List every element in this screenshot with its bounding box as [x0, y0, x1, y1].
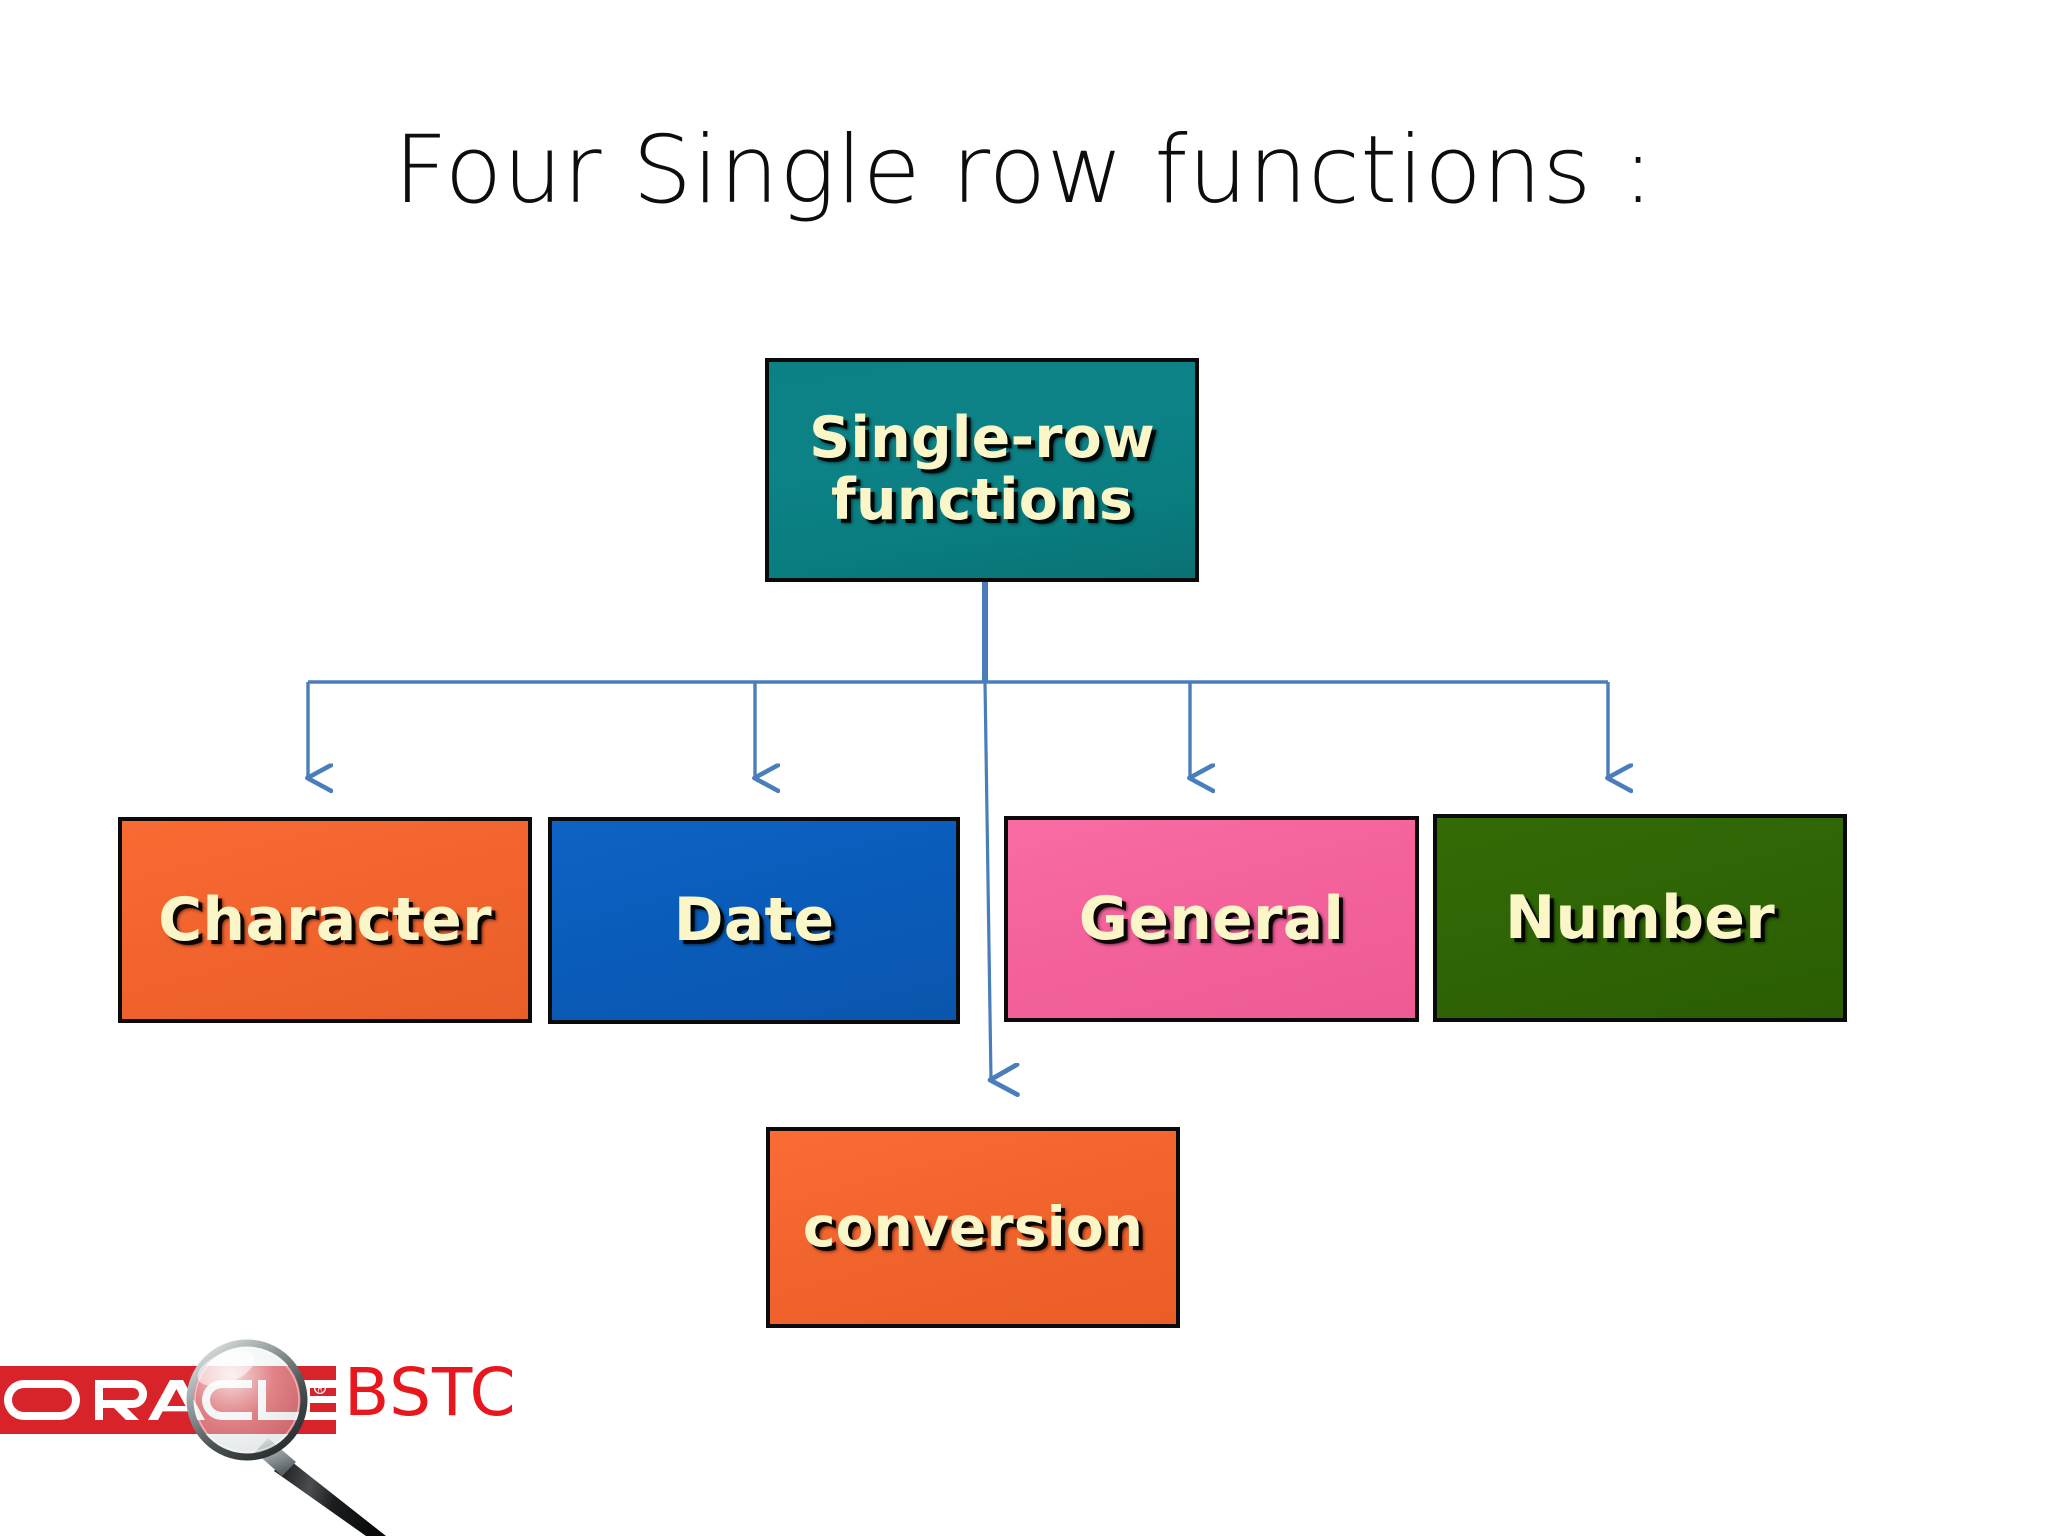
- page-title: Four Single row functions :: [393, 116, 1655, 225]
- node-general[interactable]: General: [1004, 816, 1419, 1022]
- node-label: conversion: [802, 1194, 1144, 1259]
- node-single-row-functions[interactable]: Single-row functions: [765, 358, 1199, 582]
- node-label: Single-row functions: [809, 408, 1155, 531]
- node-label-line1: Single-row: [809, 405, 1155, 472]
- node-number[interactable]: Number: [1433, 814, 1847, 1022]
- node-label: General: [1078, 883, 1345, 954]
- node-label: Date: [673, 885, 835, 956]
- svg-text:R: R: [318, 1385, 323, 1393]
- bstc-label: BSTC: [344, 1354, 517, 1431]
- node-label: Number: [1505, 882, 1775, 953]
- node-label: Character: [158, 884, 492, 955]
- node-character[interactable]: Character: [118, 817, 532, 1023]
- node-label-line2: functions: [830, 467, 1133, 533]
- node-date[interactable]: Date: [548, 817, 960, 1024]
- node-conversion[interactable]: conversion: [766, 1127, 1180, 1328]
- magnifying-glass-icon: [186, 1339, 386, 1536]
